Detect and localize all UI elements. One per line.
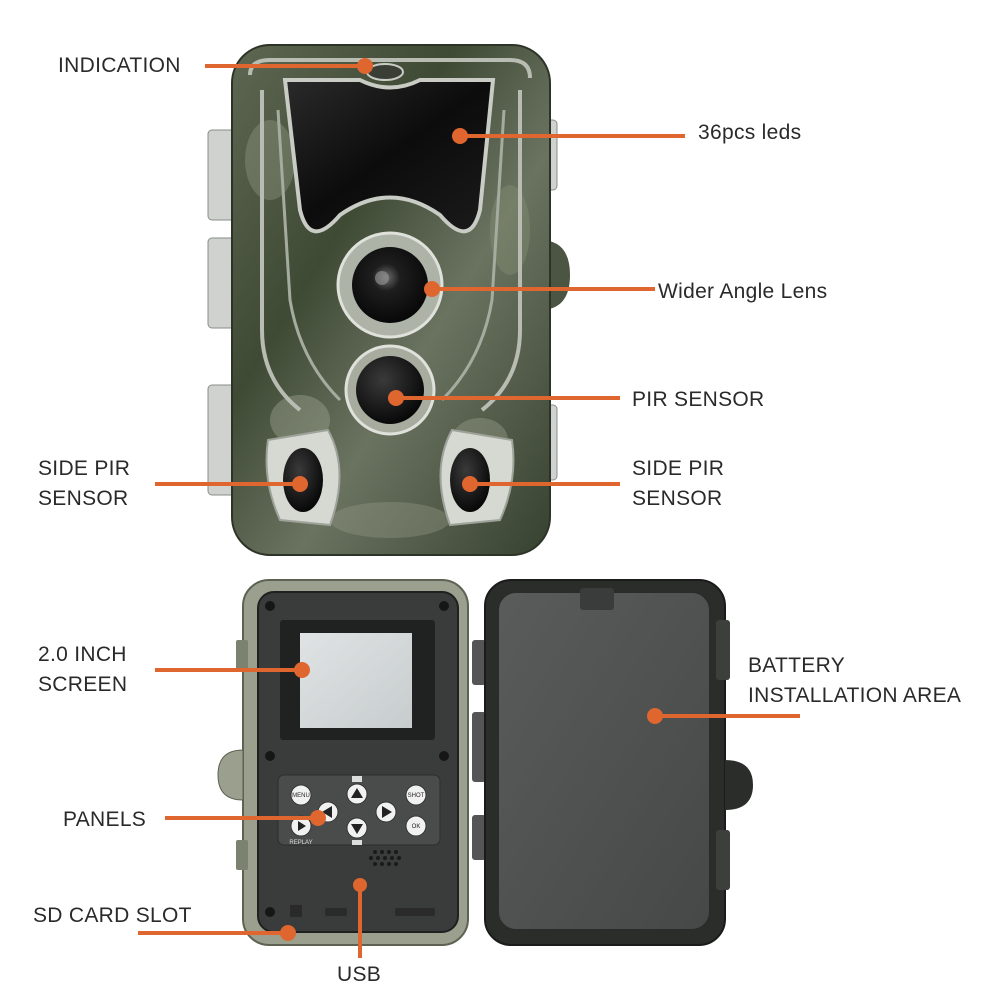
callout-dot-indication (357, 58, 373, 74)
pir-sensor (356, 356, 424, 424)
screw (265, 751, 275, 761)
speaker-grille (369, 850, 401, 866)
sd-card-slot[interactable] (290, 905, 302, 917)
shot-button-label: SHOT (408, 793, 425, 799)
contour-line (276, 109, 342, 402)
rear-clip (236, 840, 248, 870)
rear-lug (217, 749, 244, 801)
callout-dot-side-pir-left (292, 476, 308, 492)
camera-open: MENU REPLAY SHOT OK (217, 579, 753, 946)
label-sd-slot: SD CARD SLOT (33, 904, 192, 927)
ok-button[interactable] (405, 815, 427, 837)
label-usb: USB (337, 963, 382, 986)
lcd-screen (300, 633, 412, 728)
label-battery-line1: BATTERY (748, 654, 846, 677)
callout-dot-screen (294, 662, 310, 678)
rear-clip (236, 640, 248, 670)
screw (265, 907, 275, 917)
usb-port[interactable] (325, 908, 347, 916)
label-screen: 2.0 INCH SCREEN (38, 640, 127, 700)
hinge (472, 712, 486, 782)
label-side-pir-left-line1: SIDE PIR (38, 457, 131, 480)
callout-dot-side-pir-right (462, 476, 478, 492)
contour-line (480, 90, 522, 412)
contour-line (440, 109, 506, 402)
shot-button[interactable] (405, 784, 427, 806)
label-panels: PANELS (63, 808, 147, 831)
callout-dot-panels (310, 810, 326, 826)
contour-line (260, 90, 302, 412)
label-screen-line2: SCREEN (38, 673, 128, 696)
camera-icon (352, 840, 362, 845)
screw (265, 601, 275, 611)
arrow-right-icon (382, 806, 392, 818)
screw (439, 601, 449, 611)
play-icon (298, 821, 306, 831)
led-panel (282, 78, 496, 234)
menu-button[interactable] (290, 784, 312, 806)
ok-button-label: OK (412, 824, 421, 830)
battery-compartment (497, 591, 711, 931)
callouts (138, 58, 800, 958)
menu-button-label: MENU (292, 793, 310, 799)
callout-dot-usb (353, 878, 367, 892)
arrow-down-icon (351, 824, 363, 834)
lens (352, 247, 428, 323)
hinge (472, 815, 486, 860)
label-indication: INDICATION (58, 54, 181, 77)
video-icon (352, 776, 362, 782)
dc-port[interactable] (395, 908, 435, 916)
label-lens: Wider Angle Lens (658, 280, 828, 303)
label-leds: 36pcs leds (698, 121, 802, 144)
label-side-pir-right-line2: SENSOR (632, 487, 723, 510)
label-pir: PIR SENSOR (632, 388, 765, 411)
label-side-pir-right-line1: SIDE PIR (632, 457, 725, 480)
arrow-up-icon (351, 788, 363, 798)
label-side-pir-left: SIDE PIR SENSOR (38, 454, 130, 514)
arrow-left-icon (322, 806, 332, 818)
label-battery-line2: INSTALLATION AREA (748, 684, 962, 707)
door-latch[interactable] (716, 830, 730, 890)
door-latch[interactable] (716, 620, 730, 680)
callout-dot-pir (388, 390, 404, 406)
replay-button-label: REPLAY (289, 840, 312, 846)
label-screen-line1: 2.0 INCH (38, 643, 127, 666)
callout-dot-lens (424, 281, 440, 297)
screw (439, 751, 449, 761)
callout-dot-sd-slot (280, 925, 296, 941)
door-tab (580, 588, 614, 610)
label-side-pir-left-line2: SENSOR (38, 487, 129, 510)
callout-dot-leds (452, 128, 468, 144)
callout-dot-battery (647, 708, 663, 724)
hinge (472, 640, 486, 685)
keypad-buttons: MENU REPLAY SHOT OK (289, 776, 427, 846)
camera-front (207, 44, 570, 556)
door-lug (725, 760, 753, 810)
label-side-pir-right: SIDE PIR SENSOR (632, 454, 724, 514)
lens-highlight (375, 271, 389, 285)
label-battery: BATTERY INSTALLATION AREA (748, 651, 961, 711)
